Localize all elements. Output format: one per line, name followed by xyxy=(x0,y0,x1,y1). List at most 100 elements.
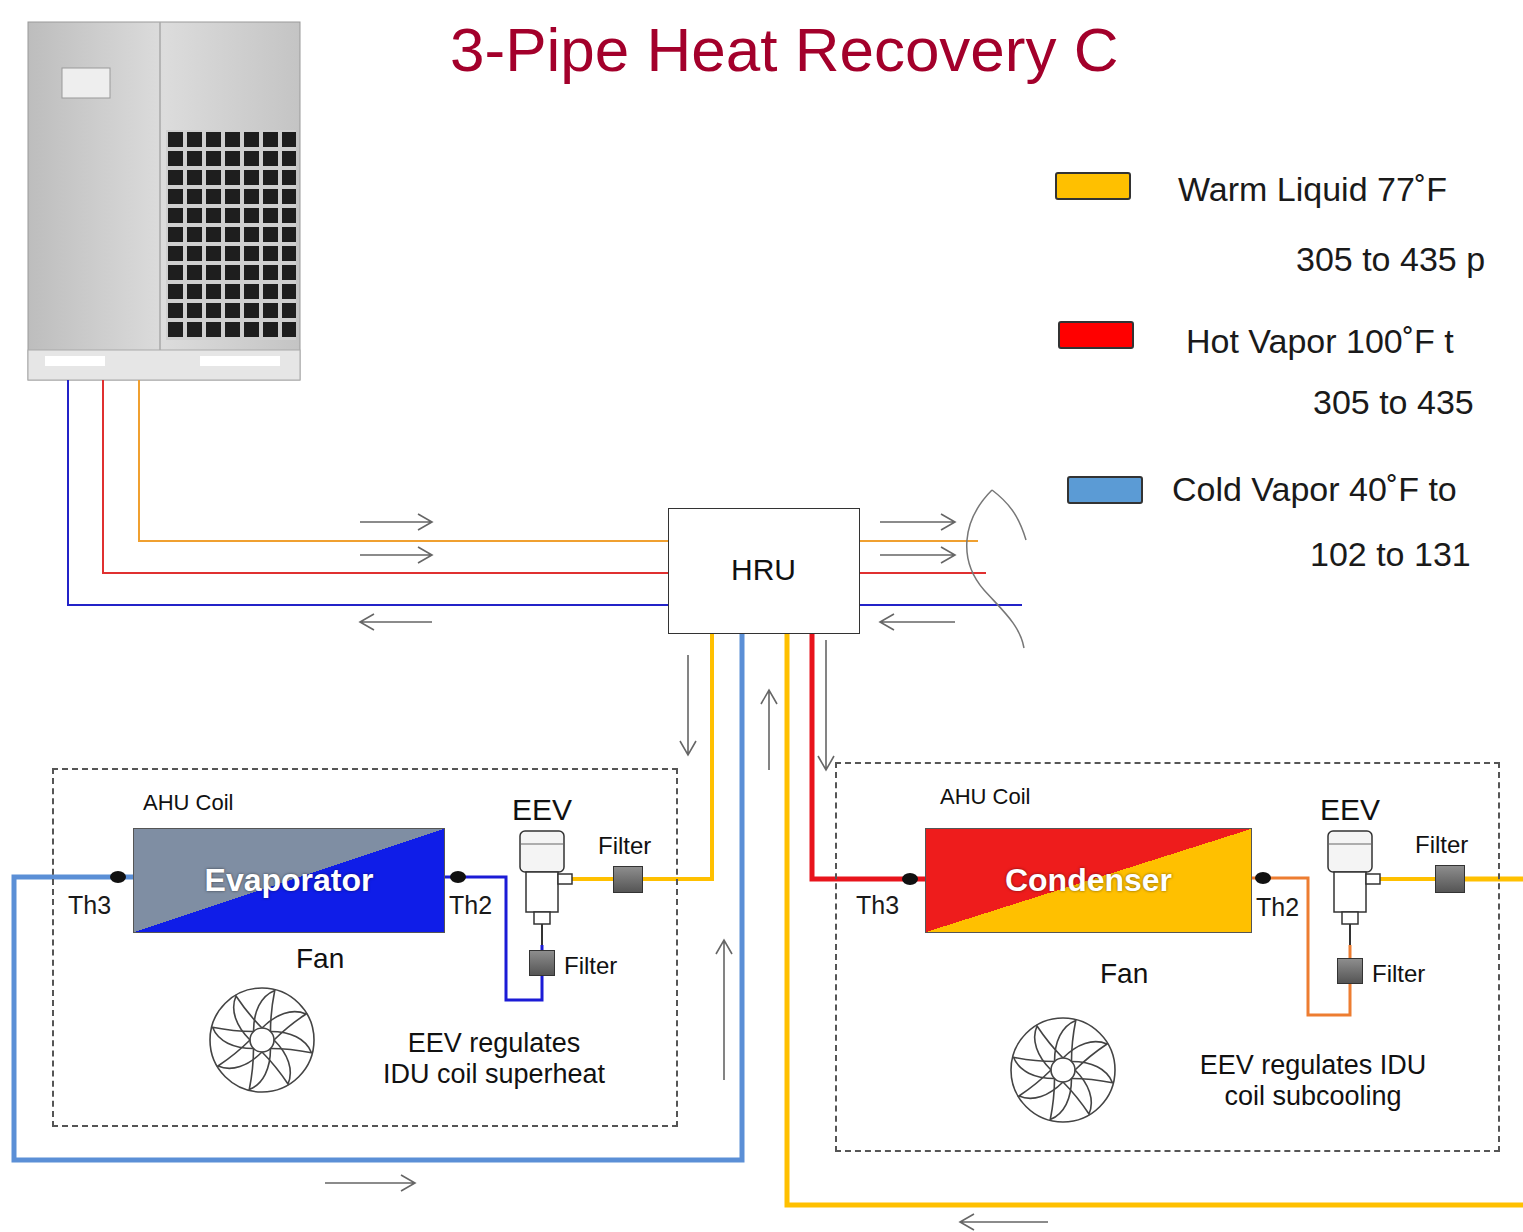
fan-grille xyxy=(166,130,296,340)
sensor-label: Th2 xyxy=(1256,893,1299,922)
liquid-pipe xyxy=(139,380,668,541)
node-label: AHU Coil xyxy=(940,784,1030,809)
valve-actuator xyxy=(520,831,564,872)
valve-stem xyxy=(541,924,543,945)
legend-swatch xyxy=(1058,321,1134,349)
valve-symbol xyxy=(1320,830,1380,945)
valve-seat xyxy=(1342,912,1358,924)
flow-arrow xyxy=(360,514,432,530)
flow-arrow xyxy=(880,614,955,630)
valve-actuator xyxy=(1328,831,1372,872)
flow-arrow xyxy=(680,655,696,755)
thermistor-dot xyxy=(450,871,466,883)
indoor-unit-box: AHU CoilFanEEV regulates IDU coil subcoo… xyxy=(835,762,1500,1152)
valve-stem xyxy=(1349,924,1351,945)
flow-arrow xyxy=(325,1175,415,1191)
outdoor-unit-housing xyxy=(28,22,300,380)
fan-ring xyxy=(210,988,314,1092)
liquid-pipe xyxy=(860,540,978,542)
valve-symbol xyxy=(512,830,572,945)
heat-recovery-unit: HRU xyxy=(668,508,860,634)
filter: Filter xyxy=(1337,958,1363,984)
condenser-coil: Condenser xyxy=(925,828,1252,933)
node-label: Filter xyxy=(1372,960,1425,988)
fan-blade xyxy=(234,996,262,1040)
refrigerant-pipe xyxy=(1349,945,1352,958)
valve-port xyxy=(1366,874,1380,884)
thermistor-dot xyxy=(902,873,918,885)
fan-hub xyxy=(1051,1058,1075,1082)
legend-text: Hot Vapor 100˚F t xyxy=(1186,322,1454,361)
valve-body xyxy=(1334,872,1366,912)
fan-blade xyxy=(218,1040,262,1068)
fan-symbol xyxy=(1011,1018,1115,1122)
node-label: EEV regulates IDU coil superheat xyxy=(382,1028,607,1090)
node-label: HRU xyxy=(731,553,796,588)
break-symbol xyxy=(992,490,1026,540)
flow-arrow xyxy=(880,547,955,563)
sensor-label: Th2 xyxy=(449,891,492,920)
node-label: EEV regulates IDU coil subcooling xyxy=(1199,1050,1428,1112)
actuator-line xyxy=(520,844,564,845)
nameplate xyxy=(62,68,110,98)
refrigerant-pipe xyxy=(812,634,925,879)
node-label: Fan xyxy=(296,943,344,975)
outdoor-unit xyxy=(28,22,300,380)
valve-seat xyxy=(534,912,550,924)
valve-port xyxy=(558,874,572,884)
refrigerant-pipe xyxy=(1380,877,1435,881)
legend-range: 102 to 131 xyxy=(1310,535,1471,574)
fan-blade xyxy=(1063,1042,1107,1070)
node-label: Filter xyxy=(564,952,617,980)
refrigerant-pipe xyxy=(787,634,1523,1205)
fan-hub xyxy=(250,1028,274,1052)
flow-arrow xyxy=(960,1214,1048,1230)
flow-arrow xyxy=(360,614,432,630)
fan-blade xyxy=(1063,1070,1091,1114)
hot-vapor-pipe xyxy=(860,572,986,574)
refrigerant-pipe xyxy=(572,877,613,881)
node-label: EEV xyxy=(1320,793,1380,828)
sensor-label: Th3 xyxy=(856,891,899,920)
fan-blade xyxy=(1043,1019,1094,1070)
diagram-title: 3-Pipe Heat Recovery C xyxy=(450,14,1119,85)
legend-text: Warm Liquid 77˚F xyxy=(1178,170,1447,209)
flow-arrow xyxy=(880,514,955,530)
node-label: Filter xyxy=(598,832,651,860)
expansion-valve: EEV xyxy=(512,830,572,945)
valve-body xyxy=(526,872,558,912)
base-foot xyxy=(45,356,105,366)
panel-seam xyxy=(159,22,161,350)
unit-base xyxy=(28,350,300,380)
base-foot xyxy=(200,356,280,366)
filter: Filter xyxy=(529,950,555,976)
fan-symbol xyxy=(210,988,314,1092)
node-label: AHU Coil xyxy=(143,790,233,815)
fan-blade xyxy=(1035,1026,1063,1070)
thermistor-dot xyxy=(1255,872,1271,884)
actuator-line xyxy=(1328,844,1372,845)
filter: Filter xyxy=(613,866,643,893)
expansion-valve: EEV xyxy=(1320,830,1380,945)
filter: Filter xyxy=(1435,865,1465,893)
fan-blade xyxy=(1019,1070,1063,1098)
flow-arrow xyxy=(818,640,834,770)
fan-blade xyxy=(242,989,293,1040)
legend-text: Cold Vapor 40˚F to xyxy=(1172,470,1457,509)
node-label: Filter xyxy=(1415,831,1468,859)
legend-range: 305 to 435 p xyxy=(1296,240,1485,279)
outdoor-pipes xyxy=(68,380,1026,648)
legend-swatch xyxy=(1067,476,1143,504)
thermistor-dot xyxy=(110,871,126,883)
node-label: Evaporator xyxy=(205,862,374,899)
fan-blade xyxy=(262,1012,306,1040)
refrigerant-pipe xyxy=(14,634,742,1160)
indoor-unit-box: AHU CoilFanEEV regulates IDU coil superh… xyxy=(52,768,678,1127)
fan-blade xyxy=(262,1040,290,1084)
hot-vapor-pipe xyxy=(103,380,668,573)
node-label: EEV xyxy=(512,793,572,828)
flow-arrow xyxy=(716,940,732,1080)
legend-swatch xyxy=(1055,172,1131,200)
flow-arrow xyxy=(360,547,432,563)
